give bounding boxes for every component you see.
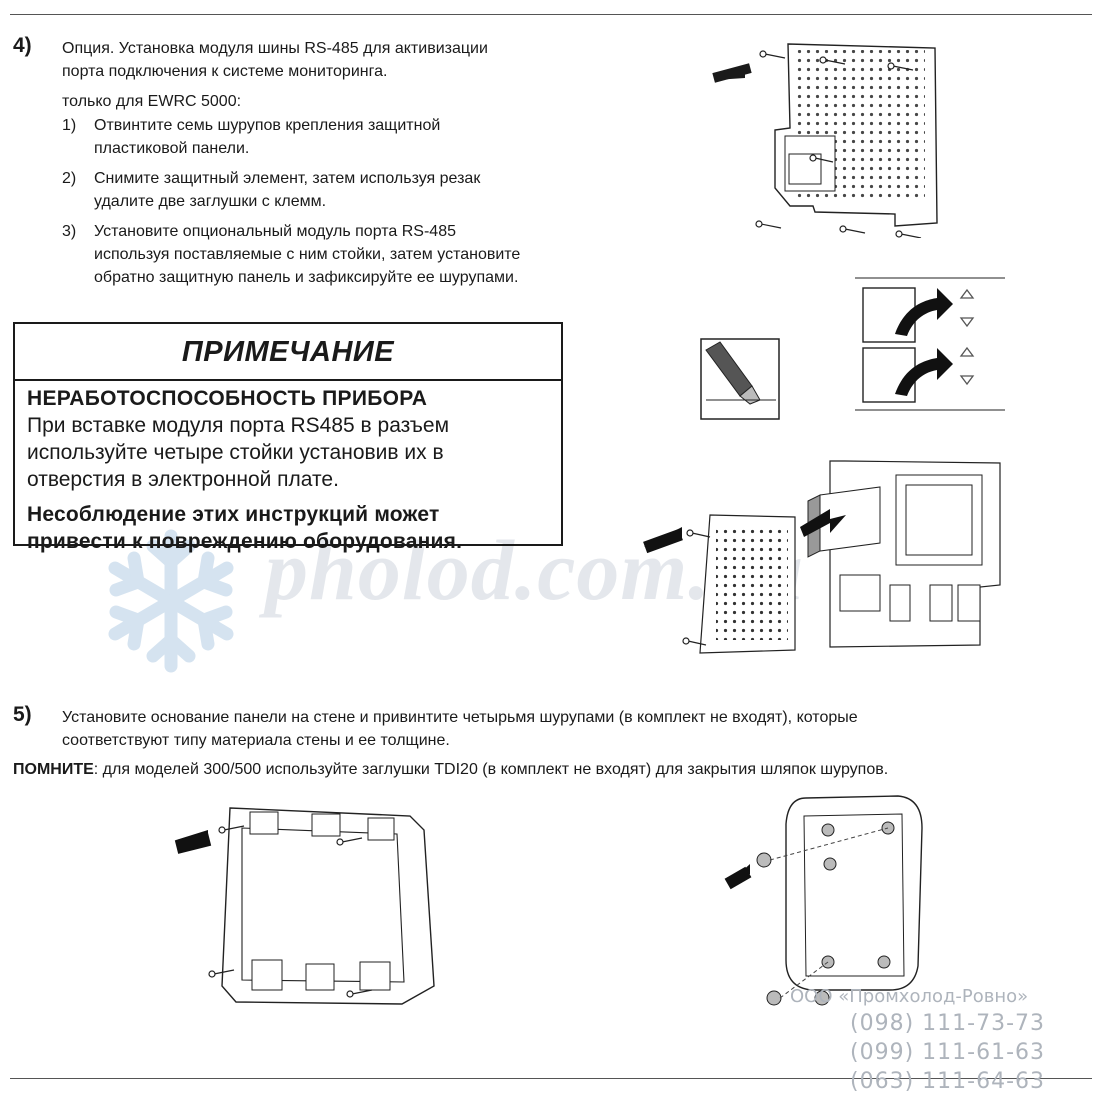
step-4-intro-line2: порта подключения к системе мониторинга. [62, 63, 388, 80]
rs485-module-illustration [643, 460, 1001, 654]
snowflake-watermark-icon [108, 529, 234, 673]
phone-number: (063) 111-64-63 [850, 1069, 1046, 1094]
contact-block: ООО «Промхолод-Ровно» (098) 111-73-73 (0… [790, 985, 1045, 1096]
item-line: используя поставляемые с ним стойки, зат… [94, 246, 521, 263]
note-title: ПРИМЕЧАНИЕ [15, 324, 561, 381]
remember-note: ПОМНИТЕ: для моделей 300/500 используйте… [13, 761, 888, 779]
step-4-item-3: 3) Установите опциональный модуль порта … [62, 220, 582, 289]
item-line: Снимите защитный элемент, затем использу… [94, 170, 481, 187]
item-number: 2) [62, 170, 77, 187]
remember-text: : для моделей 300/500 используйте заглуш… [93, 761, 889, 778]
phone-number: (099) 111-61-63 [850, 1040, 1046, 1065]
protective-panel-illustration [712, 43, 938, 238]
note-line: При вставке модуля порта RS485 в разъем [27, 414, 450, 437]
phone-number: (098) 111-73-73 [850, 1011, 1046, 1036]
top-divider [10, 14, 1092, 15]
item-line: Установите опциональный модуль порта RS-… [94, 223, 456, 240]
cutter-illustration [700, 338, 780, 420]
item-line: пластиковой панели. [94, 140, 250, 157]
note-warning-line: Несоблюдение этих инструкций может [27, 503, 440, 526]
remember-label: ПОМНИТЕ [13, 761, 94, 778]
step-5-number: 5) [13, 703, 32, 726]
step-4-only-for: только для EWRC 5000: [62, 93, 242, 110]
note-line: используйте четыре стойки установив их в [27, 441, 444, 464]
note-box: ПРИМЕЧАНИЕ НЕРАБОТОСПОСОБНОСТЬ ПРИБОРА П… [13, 322, 563, 553]
bottom-divider [10, 1078, 1092, 1079]
base-wall-mount-illustration [174, 807, 435, 1005]
item-line: удалите две заглушки с клемм. [94, 193, 327, 210]
note-warning-line: привести к повреждению оборудования. [27, 530, 463, 553]
item-number: 1) [62, 117, 77, 134]
terminal-caps-illustration [855, 277, 1005, 411]
note-line: отверстия в электронной плате. [27, 468, 339, 491]
step-5-line2: соответствуют типу материала стены и ее … [62, 732, 450, 749]
base-screw-caps-illustration [724, 795, 923, 1006]
step-4-intro-line1: Опция. Установка модуля шины RS-485 для … [62, 40, 488, 57]
item-number: 3) [62, 223, 77, 240]
step-4-number: 4) [13, 34, 32, 57]
item-line: обратно защитную панель и зафиксируйте е… [94, 269, 519, 286]
note-subtitle: НЕРАБОТОСПОСОБНОСТЬ ПРИБОРА [27, 387, 428, 410]
step-5-line1: Установите основание панели на стене и п… [62, 709, 858, 726]
item-line: Отвинтите семь шурупов крепления защитно… [94, 117, 441, 134]
step-4-item-1: 1) Отвинтите семь шурупов крепления защи… [62, 114, 572, 160]
company-name: ООО «Промхолод-Ровно» [790, 986, 1029, 1007]
step-4-item-2: 2) Снимите защитный элемент, затем испол… [62, 167, 572, 213]
